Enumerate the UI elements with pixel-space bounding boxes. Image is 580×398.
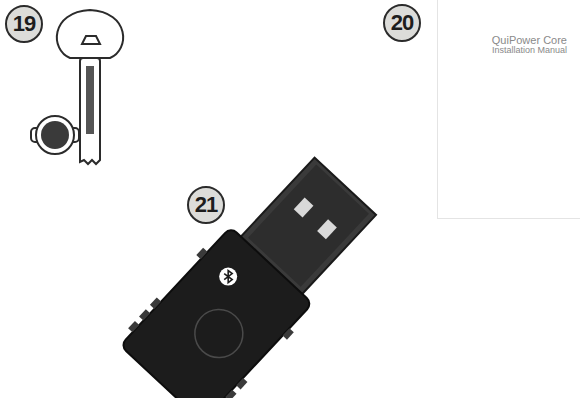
callout-number: 21 [195, 192, 217, 218]
callout-number: 19 [13, 11, 35, 37]
callout-number: 20 [383, 4, 421, 42]
callout-number: 21 [187, 186, 225, 224]
key-plug [31, 116, 79, 154]
manual-title: QuiPower Core [438, 34, 567, 46]
usb-dongle [116, 144, 391, 398]
manual-cover: QuiPower CoreInstallation Manual [437, 0, 580, 219]
callout-number: 20 [391, 10, 413, 36]
manual-title: Installation Manual [438, 46, 567, 56]
callout-number: 19 [5, 5, 43, 43]
